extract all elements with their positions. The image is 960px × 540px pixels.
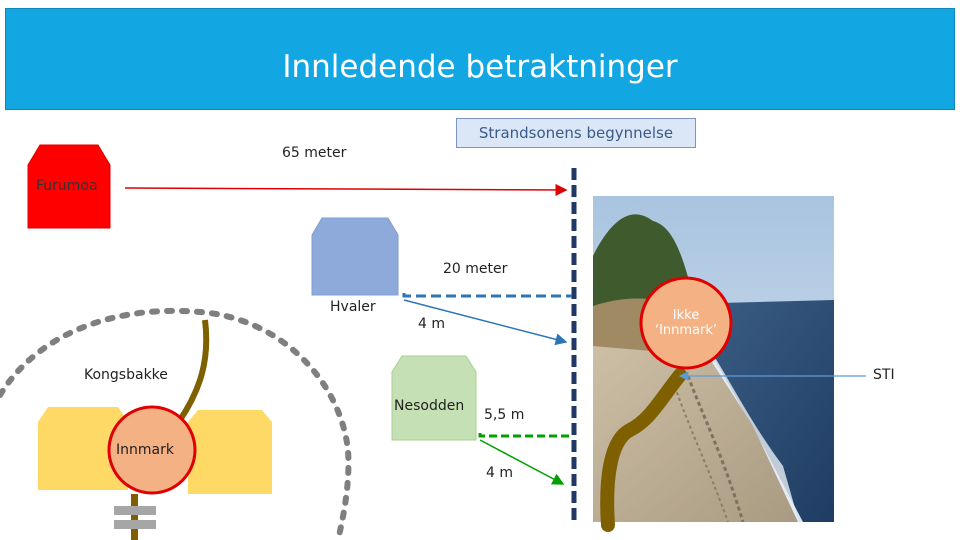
hvaler-house-shape <box>311 217 399 296</box>
ikke-innmark-label: Ikke ‘Innmark’ <box>641 308 731 338</box>
kongsbakke-boundary <box>0 307 352 540</box>
distance-label-5-5m: 5,5 m <box>484 407 525 423</box>
distance-arrow-4m-hvaler <box>403 299 568 346</box>
distance-line-20m <box>402 293 572 298</box>
ikke-innmark-line1: Ikke <box>672 308 700 323</box>
innmark-label: Innmark <box>116 442 174 458</box>
ikke-innmark-line2: ‘Innmark’ <box>654 323 718 338</box>
beach-path <box>600 368 687 532</box>
distance-label-4m-hvaler: 4 m <box>418 316 445 332</box>
kongsbakke-label: Kongsbakke <box>84 367 168 383</box>
shore-zone-start-label: Strandsonens begynnelse <box>456 118 696 148</box>
road-marker-1 <box>114 506 156 515</box>
title-banner: Innledende betraktninger <box>5 8 955 110</box>
hvaler-label: Hvaler <box>330 299 376 315</box>
distance-line-5-5m <box>478 433 572 438</box>
distance-label-20m: 20 meter <box>443 261 508 277</box>
road-marker-2 <box>114 520 156 529</box>
innmark-circle <box>107 405 197 495</box>
distance-arrow-65m <box>124 183 568 196</box>
kongsbakke-road <box>131 494 138 540</box>
kongsbakke-house-right <box>188 410 272 494</box>
furumoa-house-shape <box>27 144 111 229</box>
distance-label-65m: 65 meter <box>282 145 347 161</box>
ikke-innmark-circle <box>639 276 733 370</box>
page-title: Innledende betraktninger <box>282 49 678 85</box>
nesodden-label: Nesodden <box>394 398 465 414</box>
distance-arrow-4m-nesodden <box>479 439 565 485</box>
nesodden-house-shape <box>391 355 477 441</box>
kongsbakke-house-left <box>38 407 128 490</box>
furumoa-label: Furumoa <box>36 178 98 194</box>
sti-label: STI <box>873 367 895 383</box>
distance-label-4m-nesodden: 4 m <box>486 465 513 481</box>
